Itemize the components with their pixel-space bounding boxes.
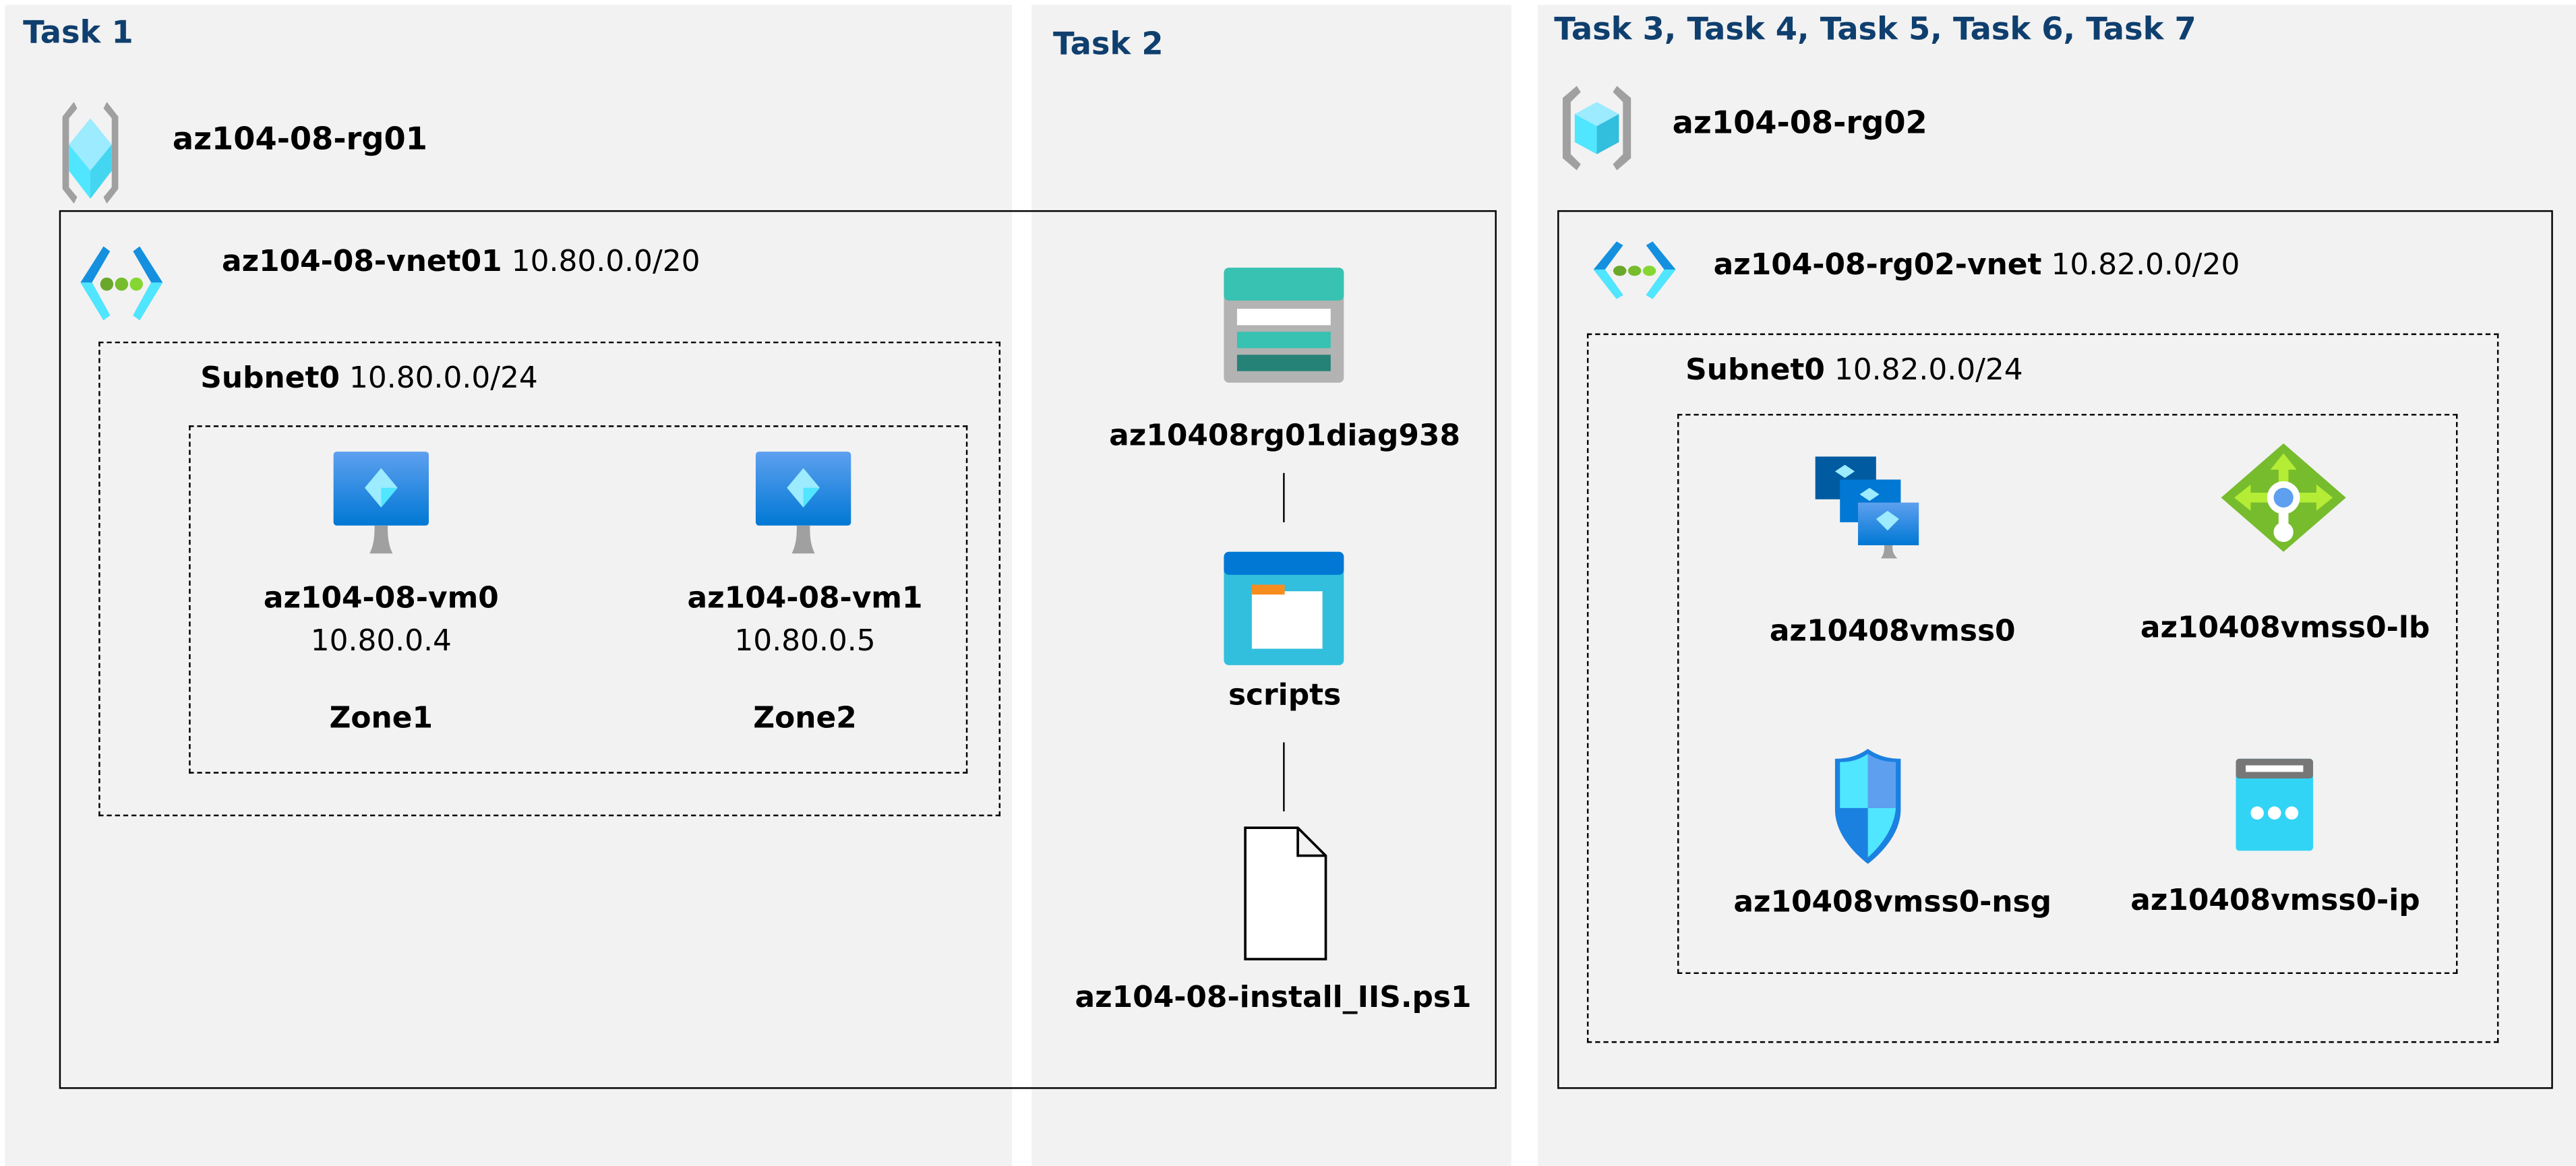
subnet0-name: Subnet0 <box>200 361 340 396</box>
rg02-subnet0-cidr: 10.82.0.0/24 <box>1834 352 2023 388</box>
vnet01-cidr: 10.80.0.0/20 <box>511 245 700 280</box>
virtual-machine-icon <box>333 452 429 554</box>
load-balancer-icon <box>2221 443 2346 552</box>
vm0-name: az104-08-vm0 <box>263 581 499 616</box>
load-balancer-name: az10408vmss0-lb <box>2140 611 2430 646</box>
task1-panel <box>5 5 1013 1166</box>
task1-title: Task 1 <box>23 14 133 51</box>
subnet0-boundary <box>98 341 1001 817</box>
virtual-network-icon <box>80 246 163 321</box>
vm-scale-set-icon <box>1815 456 1919 559</box>
container-name: scripts <box>1228 678 1342 713</box>
subnet0-label: Subnet0 10.80.0.0/24 <box>200 361 538 396</box>
connector-line <box>1283 472 1286 522</box>
rg02-resources-boundary <box>1677 414 2458 975</box>
resource-group-icon <box>1562 86 1631 171</box>
availability-zones-boundary <box>189 425 968 774</box>
rg02-vnet-name: az104-08-rg02-vnet <box>1713 247 2042 283</box>
rg02-subnet0-label: Subnet0 10.82.0.0/24 <box>1685 353 2023 388</box>
rg02-name: az104-08-rg02 <box>1672 104 1927 142</box>
vmss-name: az10408vmss0 <box>1769 614 2016 649</box>
vm1-name: az104-08-vm1 <box>687 581 923 616</box>
rg01-boundary <box>59 210 1497 1089</box>
virtual-network-icon <box>1593 241 1676 299</box>
rg02-boundary <box>1557 210 2553 1089</box>
blob-container-icon <box>1224 551 1344 665</box>
nsg-name: az10408vmss0-nsg <box>1733 885 2052 920</box>
storage-account-name: az10408rg01diag938 <box>1109 419 1460 454</box>
vm1-ip: 10.80.0.5 <box>734 623 876 659</box>
vm1-zone: Zone2 <box>753 701 857 736</box>
subnet0-cidr: 10.80.0.0/24 <box>349 361 538 396</box>
task3-7-title: Task 3, Task 4, Task 5, Task 6, Task 7 <box>1554 11 2196 48</box>
vnet01-name: az104-08-vnet01 <box>221 245 502 280</box>
rg02-vnet-label: az104-08-rg02-vnet 10.82.0.0/20 <box>1714 248 2240 282</box>
rg01-name: az104-08-rg01 <box>172 121 427 158</box>
vnet01-label: az104-08-vnet01 10.80.0.0/20 <box>222 245 700 279</box>
virtual-machine-icon <box>755 452 851 554</box>
rg02-subnet0-boundary <box>1586 333 2499 1043</box>
connector-line <box>1283 742 1286 811</box>
network-security-group-icon <box>1834 749 1901 864</box>
public-ip-icon <box>2236 758 2314 851</box>
vm0-ip: 10.80.0.4 <box>310 623 452 659</box>
script-file-name: az104-08-install_IIS.ps1 <box>1075 980 1472 1015</box>
storage-account-icon <box>1224 268 1344 383</box>
vm0-zone: Zone1 <box>329 701 433 736</box>
file-icon <box>1244 826 1327 960</box>
task2-title: Task 2 <box>1052 26 1164 63</box>
rg02-vnet-cidr: 10.82.0.0/20 <box>2051 247 2240 283</box>
rg02-subnet0-name: Subnet0 <box>1685 352 1825 388</box>
resource-group-icon <box>62 102 119 204</box>
public-ip-name: az10408vmss0-ip <box>2130 883 2420 919</box>
